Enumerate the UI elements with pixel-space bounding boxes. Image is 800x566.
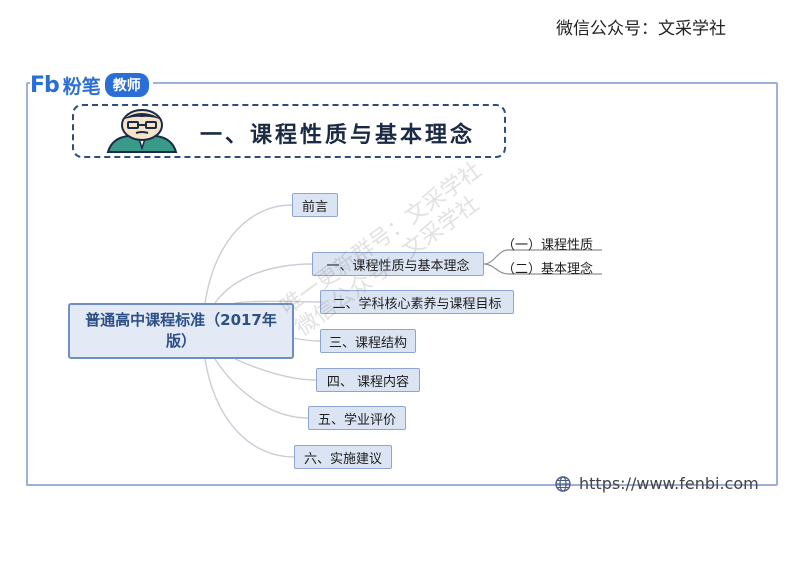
- footer-rule: [26, 484, 540, 486]
- top-caption: 微信公众号：文采学社: [556, 19, 726, 39]
- fenbi-logo: Fb 粉笔 教师: [30, 70, 153, 100]
- footer-link[interactable]: https://www.fenbi.com: [555, 474, 759, 493]
- branch-implementation: 六、实施建议: [294, 445, 392, 469]
- branch-core-literacy: 二、学科核心素养与课程目标: [320, 290, 514, 314]
- branch-structure: 三、课程结构: [320, 329, 416, 353]
- branch-preface: 前言: [292, 193, 338, 217]
- footer-url-text[interactable]: https://www.fenbi.com: [579, 474, 759, 493]
- branch-assessment: 五、学业评价: [308, 406, 406, 430]
- banner-title: 一、课程性质与基本理念: [200, 122, 476, 148]
- logo-name: 粉笔: [62, 75, 101, 98]
- mindmap-root: 普通高中课程标准（2017年版）: [68, 303, 294, 359]
- leaf-course-nature: （一）课程性质: [502, 238, 594, 253]
- branch-nature-and-ideas: 一、课程性质与基本理念: [312, 252, 484, 276]
- leaf-basic-ideas: （二）基本理念: [502, 262, 594, 277]
- teacher-cartoon-icon: [106, 109, 178, 153]
- globe-icon: [555, 475, 571, 492]
- branch-content: 四、 课程内容: [316, 368, 420, 392]
- logo-mark: Fb: [30, 72, 60, 98]
- logo-badge: 教师: [104, 73, 149, 97]
